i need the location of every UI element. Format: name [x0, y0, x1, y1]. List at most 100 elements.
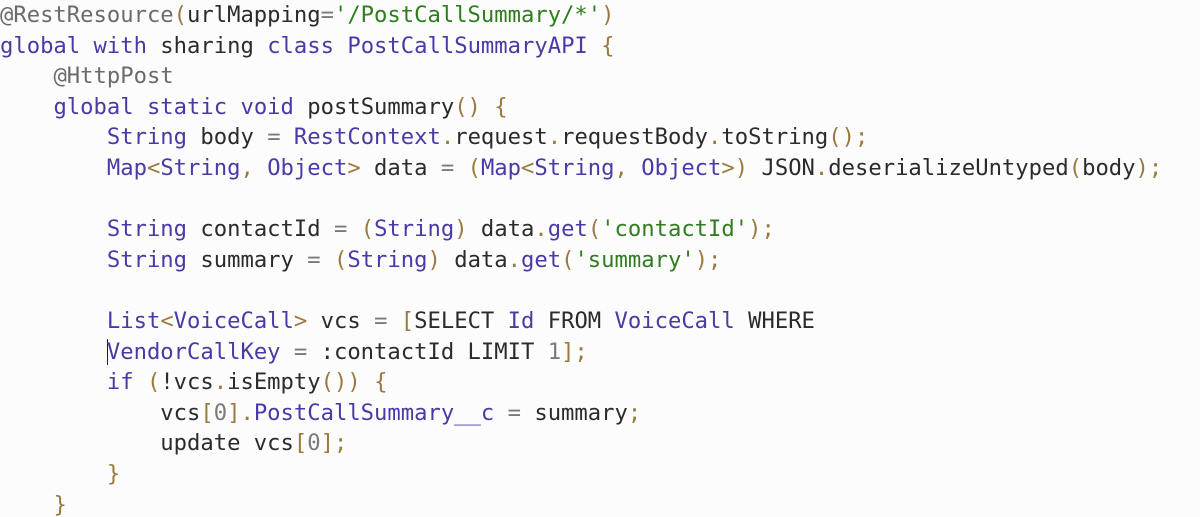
code-token: > [347, 155, 361, 181]
code-line[interactable]: if (!vcs.isEmpty()) { [0, 367, 388, 397]
code-token: contactId [187, 216, 334, 243]
code-token: 'contactId' [601, 216, 749, 243]
code-token: = [320, 2, 334, 28]
code-token: Map [106, 155, 147, 181]
code-token: request [454, 124, 548, 151]
code-token [361, 369, 374, 395]
code-token [0, 461, 107, 487]
code-token: [ [200, 399, 214, 426]
code-token: global [0, 32, 81, 59]
code-token: :contactId LIMIT [307, 338, 548, 365]
code-token: data [440, 246, 508, 273]
code-token: ( [333, 246, 348, 273]
code-token: ( [146, 369, 161, 396]
code-token: ( [587, 216, 602, 243]
code-token [134, 94, 147, 120]
code-token [281, 339, 294, 365]
code-line[interactable]: vcs[0].PostCallSummary__c = summary; [0, 398, 641, 428]
code-token [0, 339, 107, 365]
code-token: if [106, 369, 134, 396]
code-token: get [521, 246, 562, 273]
code-line[interactable]: } [0, 459, 120, 489]
code-token [0, 216, 107, 242]
code-token [0, 492, 53, 517]
code-token: global [53, 93, 134, 120]
code-token: 1 [547, 338, 562, 365]
code-line[interactable]: global with sharing class PostCallSummar… [0, 31, 615, 61]
code-token: ); [694, 246, 722, 273]
code-token [134, 369, 147, 395]
code-token [0, 155, 107, 181]
code-token: String [160, 155, 241, 181]
code-token: < [160, 308, 174, 334]
code-token: = [507, 399, 521, 426]
code-token: [ [293, 430, 308, 457]
code-token: !vcs [160, 369, 214, 396]
code-token: VendorCallKey [106, 338, 281, 365]
code-token: class [267, 32, 334, 59]
code-token: ]; [320, 430, 348, 457]
code-token: = [293, 338, 308, 365]
code-token: { [374, 369, 388, 396]
code-token: RestContext [293, 124, 441, 151]
code-token: summary [187, 246, 308, 273]
code-line[interactable]: String body = RestContext.request.reques… [0, 122, 868, 152]
code-token [0, 124, 107, 150]
code-token: with [93, 32, 147, 59]
code-token [281, 124, 294, 150]
code-line[interactable]: global static void postSummary() { [0, 92, 507, 122]
code-token: @HttpPost [53, 63, 174, 90]
code-token [0, 94, 53, 120]
code-token: data [360, 155, 441, 181]
code-token: ) [601, 2, 615, 28]
code-token: ( [1068, 155, 1083, 181]
code-token: . [534, 216, 548, 243]
code-token: vcs [0, 399, 201, 426]
code-token: = [267, 124, 281, 151]
code-token: @RestResource [0, 2, 174, 28]
code-token [454, 155, 467, 181]
code-token: ; [627, 399, 642, 426]
code-token: update vcs [0, 430, 294, 457]
code-token: ]; [561, 338, 588, 365]
code-line[interactable]: } [0, 490, 66, 517]
code-token: String [106, 216, 188, 243]
code-token: () [454, 93, 481, 120]
code-line[interactable]: String summary = (String) data.get('summ… [0, 245, 722, 275]
code-token: } [106, 461, 121, 487]
code-line[interactable]: @HttpPost [0, 61, 174, 91]
code-token: = [440, 155, 455, 181]
code-token: 'summary' [574, 246, 695, 273]
code-token: 0 [213, 399, 228, 426]
code-token: ( [561, 246, 575, 273]
code-line[interactable]: List<VoiceCall> vcs = [SELECT Id FROM Vo… [0, 306, 815, 336]
code-token: < [146, 155, 161, 181]
code-token: void [240, 93, 294, 120]
code-token: body [1082, 155, 1136, 181]
code-token: . [547, 124, 562, 151]
code-token: ]. [227, 399, 254, 426]
code-token: sharing [146, 32, 268, 59]
code-line[interactable]: VendorCallKey = :contactId LIMIT 1]; [0, 337, 588, 367]
code-line[interactable]: Map<String, Object> data = (Map<String, … [0, 153, 1162, 183]
code-token: > [293, 308, 308, 334]
code-token: ); [748, 216, 775, 243]
code-token: ) [427, 246, 441, 273]
code-token [494, 400, 507, 426]
code-token: String [534, 155, 615, 181]
code-token: deserializeUntyped [828, 155, 1069, 181]
code-token: FROM [534, 308, 615, 334]
code-token: ); [1135, 155, 1163, 181]
code-token: = [333, 216, 348, 243]
code-token: Object [641, 155, 722, 181]
code-line[interactable]: String contactId = (String) data.get('co… [0, 214, 775, 244]
code-line[interactable]: update vcs[0]; [0, 428, 347, 458]
code-token: >) [721, 155, 749, 181]
code-token [0, 247, 107, 273]
code-line[interactable]: @RestResource(urlMapping='/PostCallSumma… [0, 0, 615, 30]
code-token: String [106, 246, 188, 273]
code-token: . [708, 124, 722, 151]
code-token: WHERE [734, 308, 815, 334]
code-token: ( [467, 155, 481, 181]
